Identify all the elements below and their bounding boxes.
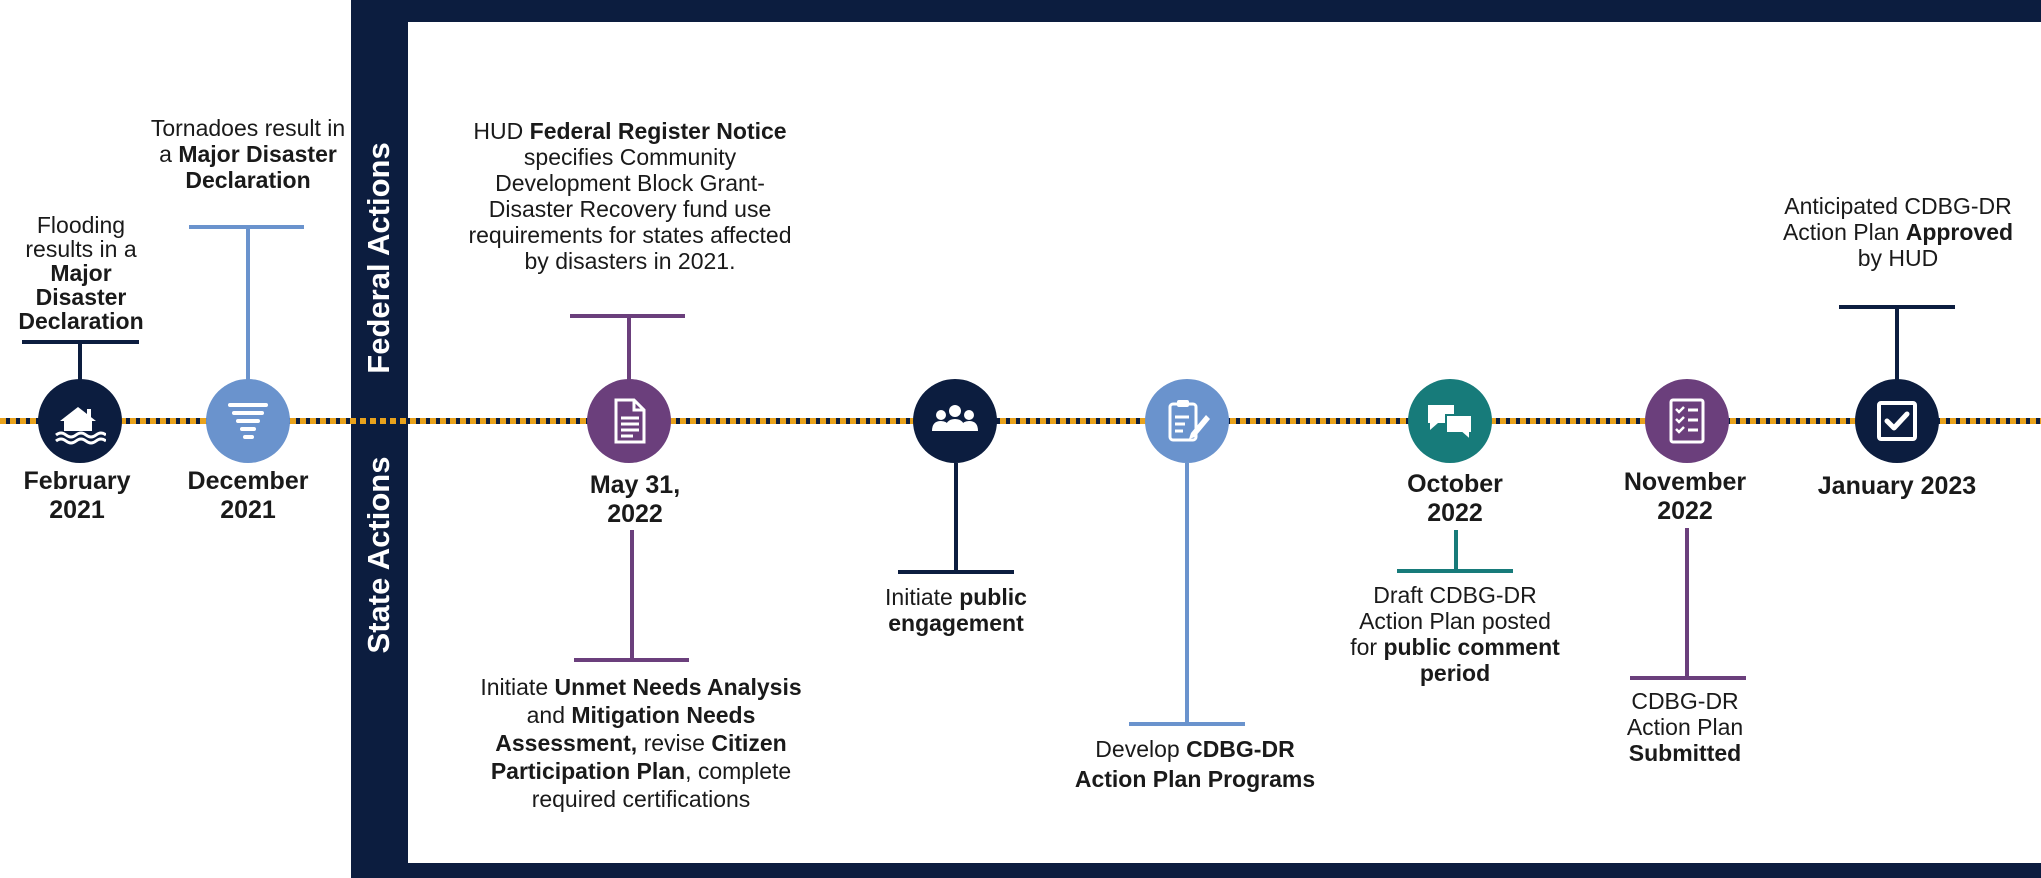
flooded-house-icon: [55, 407, 106, 445]
event-engagement-node: [913, 379, 997, 463]
clipboard-pen-icon: [1168, 400, 1210, 442]
event-oct-2022-text: Draft CDBG-DR Action Plan posted for pub…: [1350, 582, 1560, 686]
event-programs-bracket: [1129, 722, 1245, 726]
event-oct-2022-node: [1408, 379, 1492, 463]
event-feb-2021-node: [38, 379, 122, 463]
event-dec-2021-date: December 2021: [187, 467, 309, 524]
checkbox-icon: [1877, 401, 1917, 441]
event-jan-2023-node: [1855, 379, 1939, 463]
event-dec-2021-text: Tornadoes result in a Major Disaster Dec…: [150, 115, 346, 193]
event-may-2022-top-text: HUD Federal Register Notice specifies Co…: [468, 118, 792, 274]
event-may-2022-date: May 31, 2022: [589, 471, 681, 528]
event-engagement-bracket: [898, 570, 1014, 574]
tornado-icon: [228, 403, 268, 439]
event-engagement-text: Initiate public engagement: [885, 584, 1027, 636]
chat-bubbles-icon: [1428, 405, 1473, 443]
event-may-2022-bottom-connector: [630, 530, 634, 662]
federal-actions-label: Federal Actions: [361, 142, 396, 374]
event-feb-2021-text: Flooding results in a Major Disaster Dec…: [18, 212, 144, 334]
event-may-2022-top-connector: [627, 314, 631, 380]
event-nov-2022-text: CDBG-DR Action Plan Submitted: [1626, 688, 1744, 766]
event-oct-2022-connector: [1454, 530, 1458, 572]
event-feb-2021-connector: [78, 340, 82, 380]
event-programs-connector: [1185, 463, 1189, 725]
event-nov-2022-date: November 2022: [1623, 468, 1747, 525]
state-actions-label: State Actions: [361, 456, 396, 654]
event-jan-2023-date: January 2023: [1817, 472, 1977, 500]
event-may-2022-bottom-bracket: [574, 658, 689, 662]
people-group-icon: [932, 405, 978, 431]
event-oct-2022-date: October 2022: [1407, 470, 1503, 527]
event-dec-2021-connector: [246, 225, 250, 380]
event-may-2022-bottom-text: Initiate Unmet Needs Analysis and Mitiga…: [480, 674, 802, 812]
event-programs-node: [1145, 379, 1229, 463]
event-nov-2022-connector: [1685, 528, 1689, 679]
event-feb-2021-date: February 2021: [23, 467, 131, 524]
event-programs-text: Develop CDBG-DR Action Plan Programs: [1074, 736, 1316, 792]
event-dec-2021-node: [206, 379, 290, 463]
event-jan-2023-connector: [1895, 305, 1899, 380]
event-engagement-connector: [954, 463, 958, 571]
event-may-2022-node: [587, 379, 671, 463]
checklist-icon: [1669, 398, 1705, 444]
event-nov-2022-node: [1645, 379, 1729, 463]
timeline-line: [0, 418, 2041, 424]
event-nov-2022-bracket: [1630, 676, 1746, 680]
event-oct-2022-bracket: [1397, 569, 1513, 573]
document-icon: [614, 398, 646, 444]
event-jan-2023-text: Anticipated CDBG-DR Action Plan Approved…: [1782, 193, 2014, 271]
